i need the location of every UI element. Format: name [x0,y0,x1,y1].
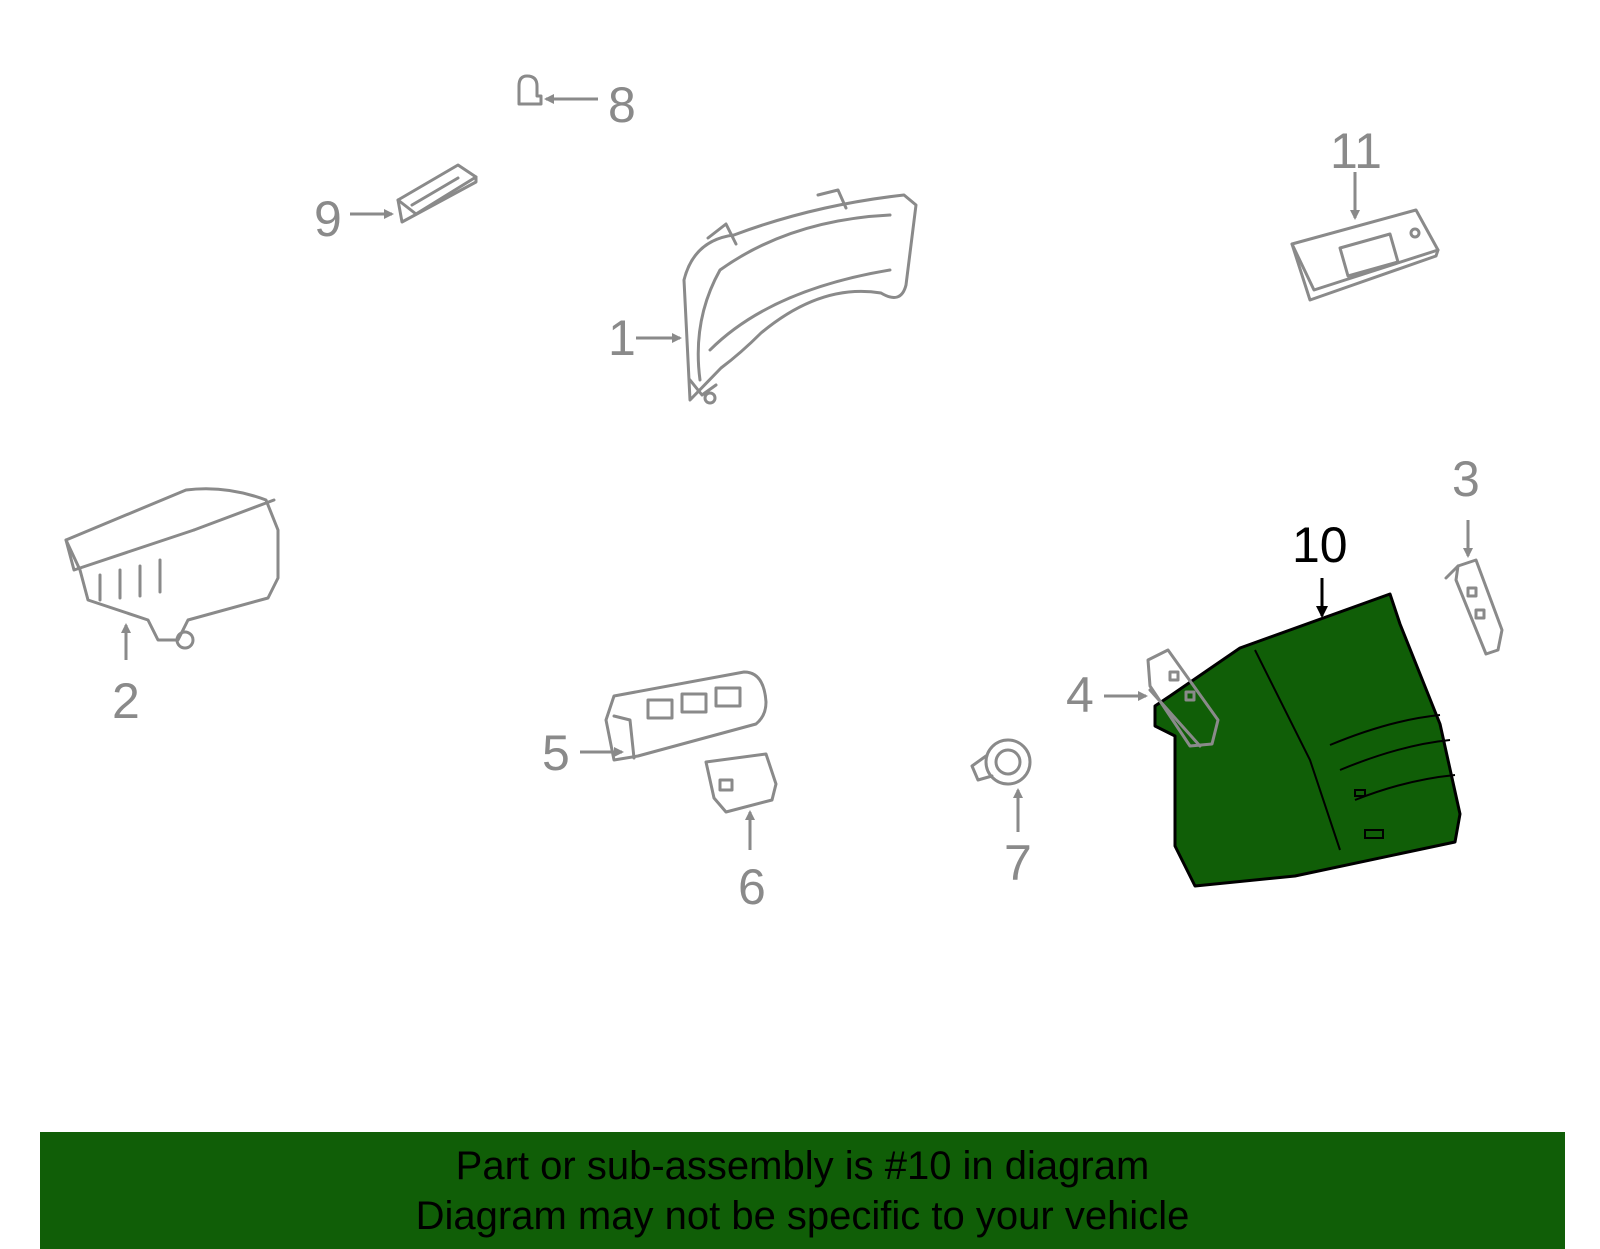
part-9-switch[interactable] [396,163,478,224]
part-4-switch[interactable] [1146,648,1220,748]
callout-5[interactable]: 5 [542,725,570,781]
part-11-display-module[interactable] [1290,208,1440,302]
part-7-knob[interactable] [970,738,1032,786]
part-1-instrument-cluster[interactable] [682,188,918,405]
part-8-clip[interactable] [517,74,543,106]
part-10-control-panel[interactable] [1153,592,1462,888]
part-5-switch-bank[interactable] [604,670,768,762]
callout-2[interactable]: 2 [112,673,140,729]
callout-10[interactable]: 10 [1292,517,1348,573]
callout-11[interactable]: 11 [1330,123,1382,179]
part-2-module[interactable] [64,487,280,650]
callout-4[interactable]: 4 [1066,667,1094,723]
banner-line-2: Diagram may not be specific to your vehi… [415,1194,1190,1238]
part-6-switch[interactable] [704,752,778,814]
callout-3[interactable]: 3 [1452,451,1480,507]
banner-line-1: Part or sub-assembly is #10 in diagram [455,1144,1150,1188]
callout-6[interactable]: 6 [738,859,766,915]
callout-9[interactable]: 9 [314,191,342,247]
part-3-switch[interactable] [1444,558,1504,656]
callout-1[interactable]: 1 [608,310,636,366]
info-banner: Part or sub-assembly is #10 in diagram D… [40,1132,1565,1249]
callout-8[interactable]: 8 [608,77,636,133]
callout-7[interactable]: 7 [1004,835,1032,891]
